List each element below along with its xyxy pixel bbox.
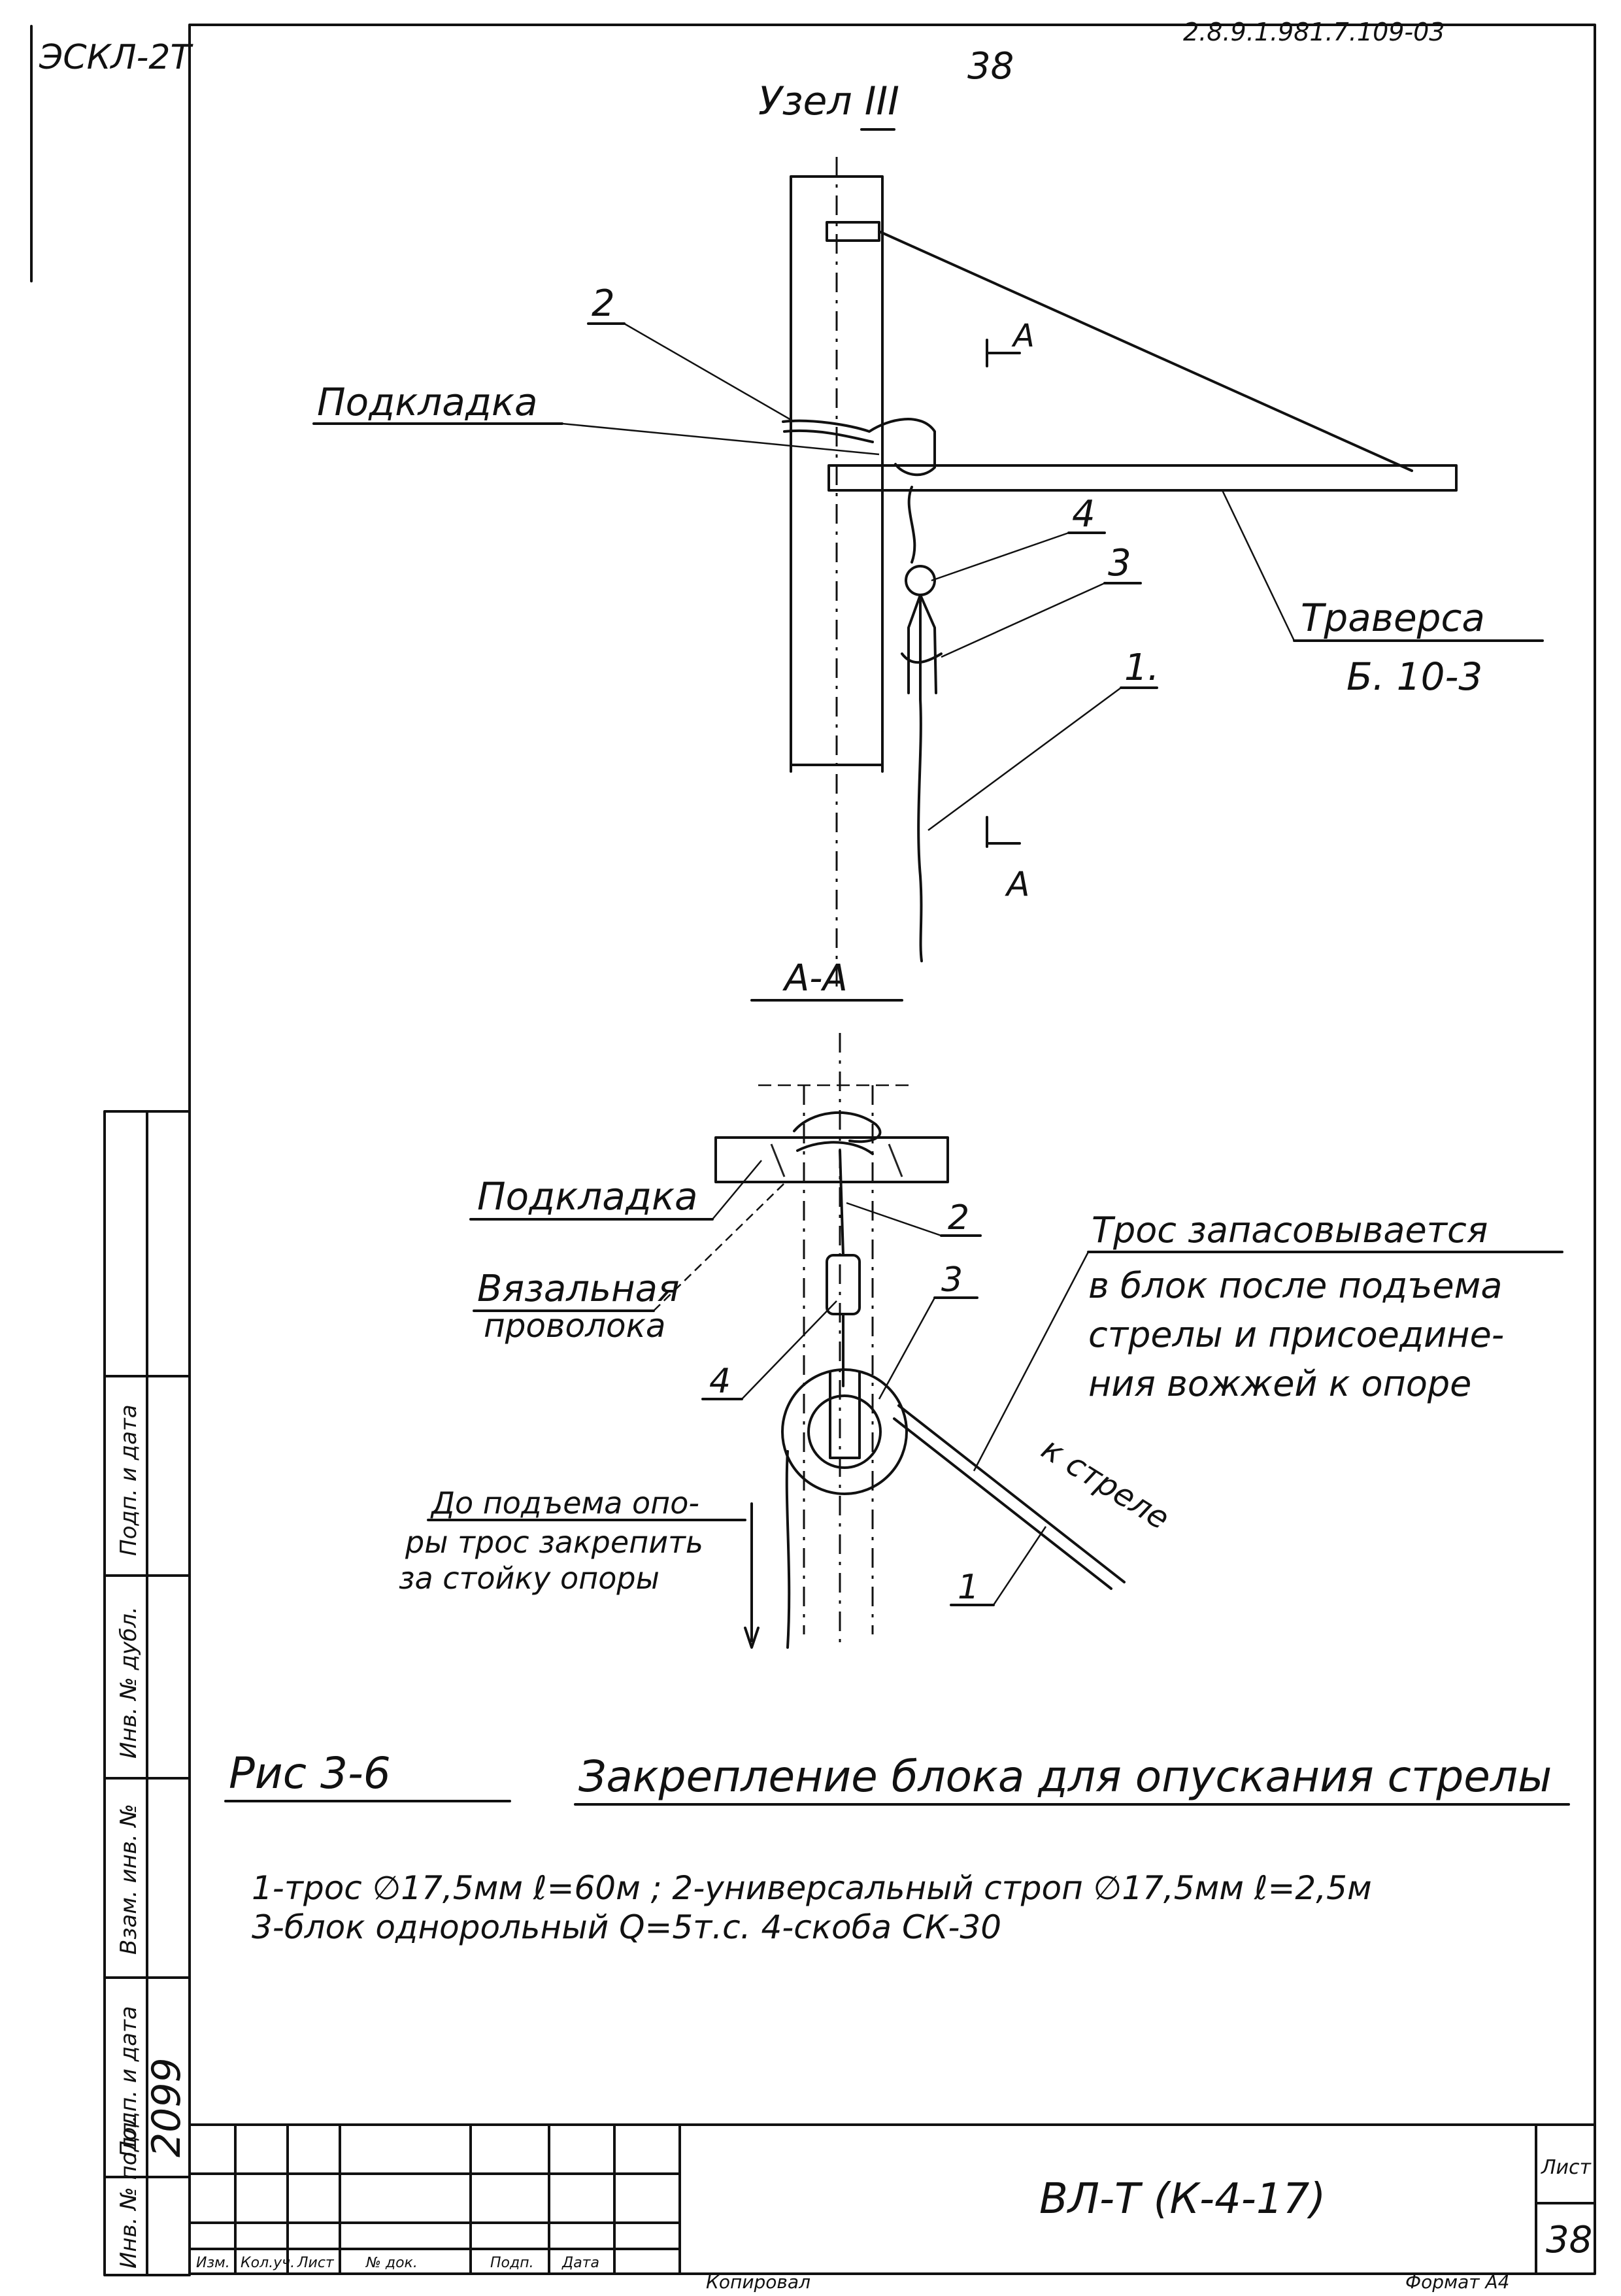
title-block: Изм. Кол.уч. Лист № док. Подп. Дата ВЛ-Т… [188, 2123, 1596, 2293]
strip-label-2: Подп. и дата [116, 2006, 142, 2157]
leader-traverse [1221, 490, 1295, 641]
num-3-top: 3 [1108, 542, 1131, 584]
num-1-top: 1. [1124, 647, 1159, 689]
strip-label-4: Инв. № дубл. [116, 1606, 142, 1759]
num-3-section: 3 [941, 1260, 963, 1300]
tb-col-5: Подп. [490, 2255, 534, 2271]
rope-reeving-note: Трос запасовывается в блок после подъема… [973, 1209, 1563, 1472]
left-stamp-strip: Инв. № подл. Подп. и дата Взам. инв. № И… [103, 1110, 191, 2276]
rope-top-view [917, 698, 923, 962]
left-note-line-2: ры трос закрепить [405, 1525, 703, 1560]
num-2-top: 2 [592, 282, 615, 325]
block-top-view [907, 594, 937, 701]
label-podkladka-section: Подкладка [477, 1174, 698, 1219]
label-podkladka-top: Подкладка [317, 380, 538, 424]
to-boom-label: к стреле [1035, 1430, 1176, 1537]
footer-copied: Копировал [706, 2271, 811, 2293]
node-title: Узел III [758, 78, 899, 124]
traverse-section [714, 1136, 949, 1183]
sling-strap [782, 418, 936, 477]
rope-to-boom [897, 1404, 1126, 1583]
strap-section [793, 1111, 882, 1143]
sling-section [839, 1149, 844, 1257]
node-iii-view: Узел III 2 Подкладка 4 3 [312, 78, 1544, 994]
num-2-section: 2 [948, 1198, 969, 1238]
tb-col-6: Дата [561, 2255, 599, 2271]
section-mark-a-top: А [1011, 318, 1035, 354]
doc-code: ЭСКЛ-2Т [39, 38, 193, 77]
strip-label-3: Взам. инв. № [116, 1804, 142, 1955]
section-a-a-view: А-А Подкладка 2 [399, 957, 1563, 1649]
leader-2-top [624, 322, 795, 423]
tb-col-3: Лист [297, 2255, 335, 2271]
pre-lift-note: До подъема опо- ры трос закрепить за сто… [399, 1485, 746, 1596]
strip-label-1: Инв. № подл. [116, 2115, 142, 2269]
top-right-reference: 2.8.9.1.981.7.109-03 [1183, 18, 1445, 46]
figure-number: Рис 3-6 [229, 1748, 391, 1798]
tb-col-2: Кол.уч. [241, 2255, 295, 2271]
shackle-link [907, 486, 916, 564]
num-4-top: 4 [1072, 493, 1095, 535]
tb-col-4: № док. [365, 2255, 418, 2271]
inventory-number: 2099 [144, 2057, 190, 2157]
legend-line-1: 1-трос ∅17,5мм ℓ=60м ; 2-универсальный с… [252, 1869, 1372, 1907]
traverse-label: Траверса [1301, 596, 1485, 640]
figure-title: Закрепление блока для опускания стрелы [578, 1751, 1552, 1802]
page-mark: 38 [967, 45, 1014, 88]
label-wire-2: проволока [484, 1307, 665, 1345]
designation: ВЛ-Т (К-4-17) [1039, 2175, 1326, 2223]
rope-down [785, 1450, 791, 1649]
note-line-2: в блок после подъема [1088, 1265, 1502, 1306]
num-4-section: 4 [709, 1362, 731, 1401]
section-mark-a-bottom: А [1005, 865, 1030, 904]
figure-caption: Рис 3-6 Закрепление блока для опускания … [224, 1748, 1570, 1946]
num-1-section: 1 [958, 1568, 979, 1607]
leader-podkladka-top [561, 422, 880, 456]
left-note-line-3: за стойку опоры [399, 1561, 660, 1596]
section-title: А-А [782, 957, 848, 1000]
strip-label-5: Подп. и дата [116, 1404, 142, 1556]
label-wire-1: Вязальная [477, 1268, 680, 1310]
pulley-block [781, 1368, 908, 1495]
note-line-3: стрелы и присоедине- [1088, 1314, 1504, 1355]
note-line-1: Трос запасовывается [1092, 1209, 1488, 1251]
traverse-brace [878, 230, 1413, 472]
tb-col-1: Изм. [196, 2255, 230, 2271]
note-line-4: ния вожжей к опоре [1088, 1363, 1471, 1404]
footer-format: Формат А4 [1405, 2271, 1509, 2293]
sheet-number: 38 [1546, 2219, 1592, 2261]
left-note-line-1: До подъема опо- [430, 1485, 699, 1521]
sheet-label: Лист [1541, 2156, 1592, 2179]
legend-line-2: 3-блок однорольный Q=5т.с. 4-скоба СК-30 [252, 1908, 1001, 1946]
traverse-code: Б. 10-3 [1346, 654, 1482, 699]
traverse [827, 464, 1458, 492]
shackle [905, 565, 936, 596]
